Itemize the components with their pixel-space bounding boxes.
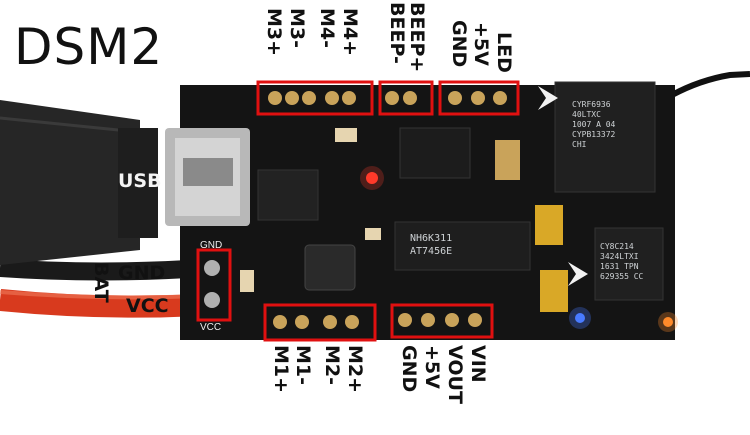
inductor [304, 244, 356, 291]
top-label-5v: +5V [470, 22, 492, 66]
usb-label: USB [118, 170, 162, 192]
top-label-m3m: M3- [286, 8, 308, 49]
led-orange [663, 317, 673, 327]
led-red [366, 172, 378, 184]
bottom-label-m1p: M1+ [270, 345, 292, 394]
bottom-label-m1m: M1- [292, 345, 314, 386]
bat-label: BAT [90, 262, 112, 303]
chip-mcu-text: CY8C214 3424LTXI 1631 TPN 629355 CC [600, 242, 644, 281]
bottom-pads [273, 313, 482, 329]
page-title: DSM2 [14, 18, 164, 76]
gnd-label: GND [118, 262, 166, 284]
vcc-label: VCC [126, 295, 169, 317]
top-label-beepp: BEEP+ [406, 2, 428, 73]
top-label-beepm: BEEP- [386, 2, 408, 64]
battery-wire-red [0, 289, 201, 318]
bottom-label-vout: VOUT [444, 345, 466, 404]
regulator [257, 169, 319, 221]
chip-small [399, 127, 471, 179]
bottom-label-vin: VIN [467, 345, 489, 383]
usb-cable [0, 100, 140, 265]
top-label-gnd: GND [448, 20, 470, 68]
top-pads [268, 91, 507, 105]
bottom-label-m2m: M2- [321, 345, 343, 386]
chip-driver [394, 221, 531, 271]
bottom-label-m2p: M2+ [344, 345, 366, 394]
chip-rf [554, 81, 656, 193]
chip-mcu [594, 227, 664, 301]
top-label-m3p: M3+ [263, 8, 285, 57]
bottom-label-gnd: GND [398, 345, 420, 393]
top-label-m4p: M4+ [339, 8, 361, 57]
top-label-led: LED [493, 32, 515, 73]
silk-gnd: GND [200, 240, 223, 251]
top-label-m4m: M4- [316, 8, 338, 49]
antenna-wire [670, 71, 750, 98]
battery-wire-black [0, 259, 206, 281]
chip-rf-text: CYRF6936 40LTXC 1007 A 04 CYPB13372 CHI [572, 100, 616, 149]
silk-vcc: VCC [200, 322, 222, 333]
led-blue [575, 313, 585, 323]
chip-driver-text: NH6K311 AT7456E [410, 233, 453, 257]
bottom-label-5v: +5V [421, 345, 443, 389]
